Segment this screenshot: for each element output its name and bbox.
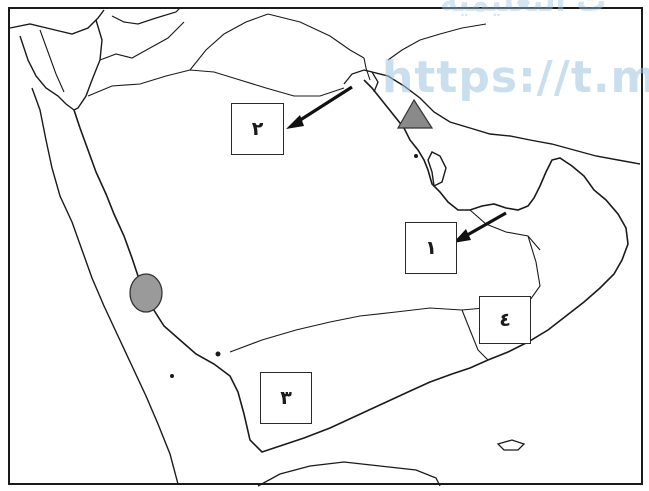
island-bahrain [414, 154, 418, 158]
kuwait-coast [343, 69, 379, 93]
socotra-island [496, 439, 526, 451]
label-box-2: ٢ [231, 103, 284, 155]
iran-border [387, 23, 487, 61]
horn-of-africa-coast [257, 461, 441, 487]
arrow-to-label-2 [286, 85, 353, 129]
island-dahlak [170, 374, 174, 378]
levant-coast [111, 7, 181, 25]
sinai-border [39, 29, 65, 93]
label-box-4: ٤ [479, 296, 531, 344]
map-border [8, 7, 643, 485]
jordan-border [99, 21, 185, 61]
africa-red-sea-coast [31, 87, 179, 485]
egypt-coast [19, 35, 75, 111]
north-west-coast [9, 9, 105, 35]
arrow-to-label-1 [453, 211, 507, 243]
iraq-border [267, 13, 365, 59]
label-box-1: ١ [405, 222, 457, 274]
saudi-northern-border [87, 69, 345, 97]
uae-border [469, 209, 541, 251]
circle-marker [129, 273, 163, 313]
shatt-al-arab [363, 57, 371, 81]
qatar [427, 151, 447, 188]
yemen-saudi-border [229, 307, 463, 353]
yemen-oman-border [461, 309, 489, 361]
peninsula-coastline [73, 79, 629, 453]
sinai-east-coast [73, 19, 103, 111]
label-box-3: ٣ [260, 372, 312, 424]
island-farasan [215, 351, 221, 357]
iran-coast [371, 71, 641, 165]
iraq-jordan-border [189, 13, 269, 71]
triangle-marker [396, 98, 434, 129]
